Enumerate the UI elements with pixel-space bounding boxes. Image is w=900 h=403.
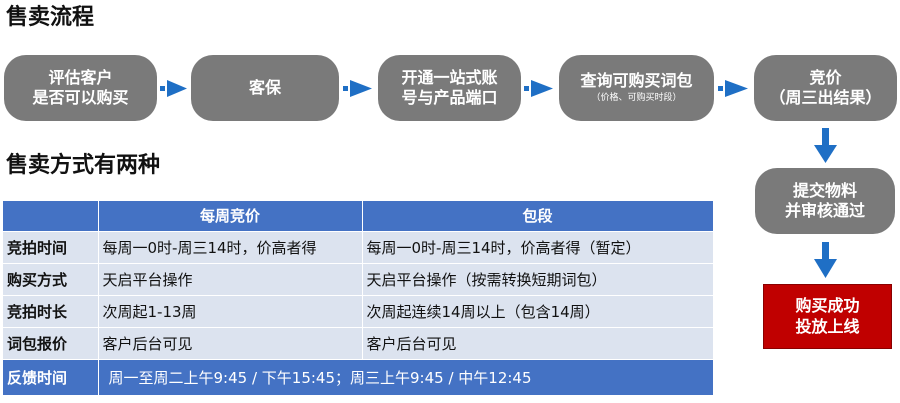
arrow-right-icon — [524, 80, 553, 97]
arrow-right-icon — [718, 80, 748, 97]
flow-result-line: 投放上线 — [795, 316, 860, 336]
flow-result-purchase-success: 购买成功 投放上线 — [763, 284, 892, 349]
flow-step-line: 竞价 — [809, 68, 842, 87]
flow-step-line: 查询可购买词包 — [580, 71, 693, 91]
row-label: 反馈时间 — [3, 359, 99, 396]
cell-segment: 每周一0时-周三14时，价高者得（暂定） — [362, 231, 714, 264]
table-row-feedback: 反馈时间 周一至周二上午9:45 / 下午15:45；周三上午9:45 / 中午… — [3, 359, 714, 396]
cell-weekly: 客户后台可见 — [98, 327, 363, 360]
row-label: 词包报价 — [3, 327, 99, 360]
cell-segment: 次周起连续14周以上（包含14周） — [362, 295, 714, 328]
flow-step-line: 提交物料 — [792, 181, 857, 200]
table-header-row: 每周竞价 包段 — [3, 201, 714, 232]
cell-feedback-time: 周一至周二上午9:45 / 下午15:45；周三上午9:45 / 中午12:45 — [98, 359, 714, 396]
flow-step-line: 是否可以购买 — [32, 88, 129, 107]
flow-step-open-account: 开通一站式账 号与产品端口 — [378, 55, 521, 121]
flow-step-line: 客保 — [248, 78, 281, 97]
row-label: 购买方式 — [3, 263, 99, 296]
cell-segment: 客户后台可见 — [362, 327, 714, 360]
arrow-down-icon — [814, 242, 837, 278]
arrow-right-icon — [160, 80, 187, 97]
sales-methods-table: 每周竞价 包段 竞拍时间 每周一0时-周三14时，价高者得 每周一0时-周三14… — [3, 201, 714, 396]
flow-step-customer-protection: 客保 — [191, 55, 339, 121]
arrow-right-icon — [343, 80, 372, 97]
cell-segment: 天启平台操作（按需转换短期词包） — [362, 263, 714, 296]
flow-step-line: 号与产品端口 — [401, 88, 498, 107]
flow-step-submit-materials: 提交物料 并审核通过 — [755, 168, 895, 234]
table-row: 竞拍时间 每周一0时-周三14时，价高者得 每周一0时-周三14时，价高者得（暂… — [3, 231, 714, 264]
cell-weekly: 每周一0时-周三14时，价高者得 — [98, 231, 363, 264]
methods-title: 售卖方式有两种 — [6, 153, 161, 178]
flow-step-query-packages: 查询可购买词包 （价格、可购买时段） — [559, 55, 714, 121]
table-header-weekly-bidding: 每周竞价 — [98, 201, 363, 232]
table-header-segment: 包段 — [362, 201, 714, 232]
table-row: 竞拍时长 次周起1-13周 次周起连续14周以上（包含14周） — [3, 295, 714, 328]
flow-step-note: （价格、可购买时段） — [591, 93, 682, 104]
table-header-empty — [3, 201, 99, 232]
flow-step-line: 评估客户 — [48, 68, 113, 87]
flow-step-line: （周三出结果） — [769, 88, 882, 107]
cell-weekly: 次周起1-13周 — [98, 295, 363, 328]
flow-step-bidding: 竞价 （周三出结果） — [754, 55, 897, 121]
row-label: 竞拍时间 — [3, 231, 99, 264]
cell-weekly: 天启平台操作 — [98, 263, 363, 296]
arrow-down-icon — [814, 128, 837, 163]
flow-result-line: 购买成功 — [795, 295, 860, 315]
table-row: 词包报价 客户后台可见 客户后台可见 — [3, 327, 714, 360]
flow-step-line: 开通一站式账 — [401, 68, 498, 87]
table-row: 购买方式 天启平台操作 天启平台操作（按需转换短期词包） — [3, 263, 714, 296]
row-label: 竞拍时长 — [3, 295, 99, 328]
flow-step-evaluate-customer: 评估客户 是否可以购买 — [4, 55, 157, 121]
flow-step-line: 并审核通过 — [784, 201, 865, 220]
process-title: 售卖流程 — [6, 5, 95, 30]
